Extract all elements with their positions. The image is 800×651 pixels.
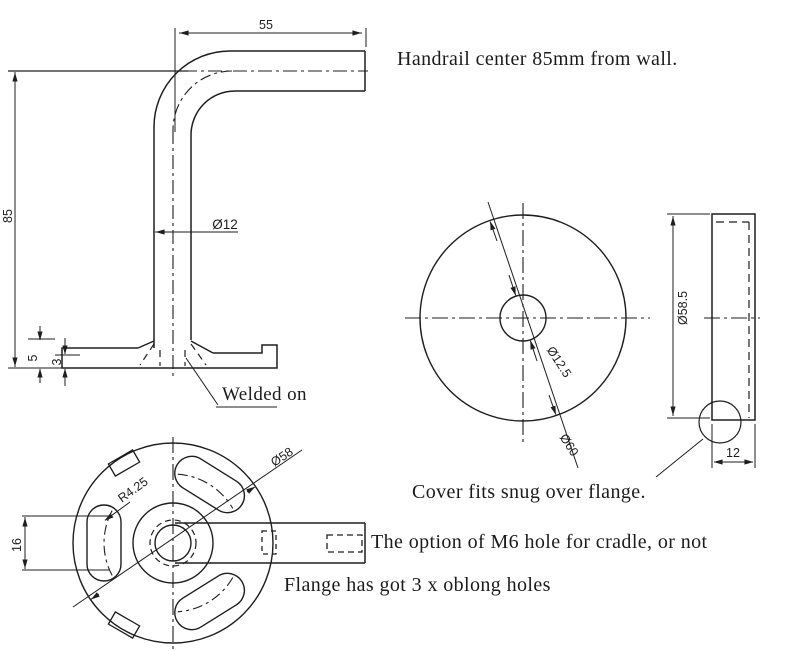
note-cover-fit: Cover fits snug over flange. xyxy=(412,481,646,503)
dim-85-label: 85 xyxy=(1,209,15,223)
bracket-side-view: 55 85 Ø12 5 3 xyxy=(1,18,368,408)
dim-flange-diameter-label: Ø58 xyxy=(268,445,295,470)
note-flange-holes: Flange has got 3 x oblong holes xyxy=(284,574,551,596)
dim-tube-diameter-label: Ø12 xyxy=(212,217,238,232)
cover-front-view: Ø12.5 Ø60 xyxy=(405,201,650,469)
cover-side-view: Ø58.5 12 xyxy=(655,213,760,478)
flange-bottom-view: Ø58 R4.25 16 xyxy=(10,437,366,650)
note-welded-on: Welded on xyxy=(222,384,307,405)
dim-cover-diameter-label: Ø60 xyxy=(557,431,582,458)
dim-cover-depth-label: 12 xyxy=(726,446,740,460)
dim-cover-od-label: Ø58.5 xyxy=(676,291,690,325)
dim-3-label: 3 xyxy=(50,358,64,365)
dim-slot-width-label: 16 xyxy=(10,538,24,552)
dim-hole-diameter-label: Ø12.5 xyxy=(544,344,574,380)
dim-slot-radius-label: R4.25 xyxy=(115,475,150,506)
dim-5-label: 5 xyxy=(26,354,40,361)
note-handrail-center: Handrail center 85mm from wall. xyxy=(397,48,678,70)
dim-55-label: 55 xyxy=(259,18,273,32)
note-m6-option: The option of M6 hole for cradle, or not xyxy=(371,531,708,553)
